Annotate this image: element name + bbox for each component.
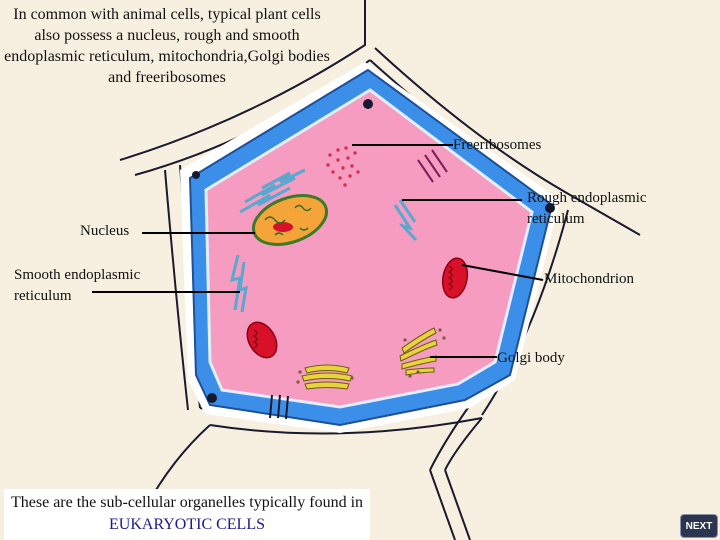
label-free-ribosomes: Freeribosomes xyxy=(453,137,542,153)
footer-text: These are the sub-cellular organelles ty… xyxy=(10,494,364,511)
plasmodesmata-top xyxy=(417,149,448,183)
free-ribosomes xyxy=(326,146,360,187)
wall-corners xyxy=(192,99,555,403)
nucleus xyxy=(252,194,328,246)
footer-emphasis: EUKARYOTIC CELLS xyxy=(109,516,265,533)
next-button[interactable]: NEXT xyxy=(680,514,718,538)
smooth-er-near-nucleus xyxy=(239,168,306,214)
label-smooth-er-line1: Smooth endoplasmic xyxy=(14,267,141,283)
plasmodesmata-bottom xyxy=(269,394,289,420)
footer-caption: These are the sub-cellular organelles ty… xyxy=(4,489,370,540)
label-nucleus: Nucleus xyxy=(80,223,130,239)
leader-mitochondrion xyxy=(461,264,544,281)
label-golgi-body: Golgi body xyxy=(497,350,565,366)
label-rough-er-line2: reticulum xyxy=(527,211,585,227)
leader-lines xyxy=(92,144,544,358)
cytoplasm xyxy=(204,88,534,409)
smooth-er xyxy=(229,254,248,313)
golgi-body-right xyxy=(399,327,438,376)
label-rough-er-line1: Rough endoplasmic xyxy=(527,190,647,206)
mitochondrion-right xyxy=(441,257,469,299)
intro-text: In common with animal cells, typical pla… xyxy=(4,6,330,86)
label-mitochondrion: Mitochondrion xyxy=(544,271,634,287)
golgi-vesicles-bottom xyxy=(296,370,354,384)
mitochondrion-left xyxy=(246,321,278,359)
rough-er xyxy=(393,199,418,242)
golgi-body-bottom xyxy=(301,364,353,390)
golgi-vesicles-right xyxy=(403,328,446,378)
label-smooth-er-line2: reticulum xyxy=(14,288,72,304)
